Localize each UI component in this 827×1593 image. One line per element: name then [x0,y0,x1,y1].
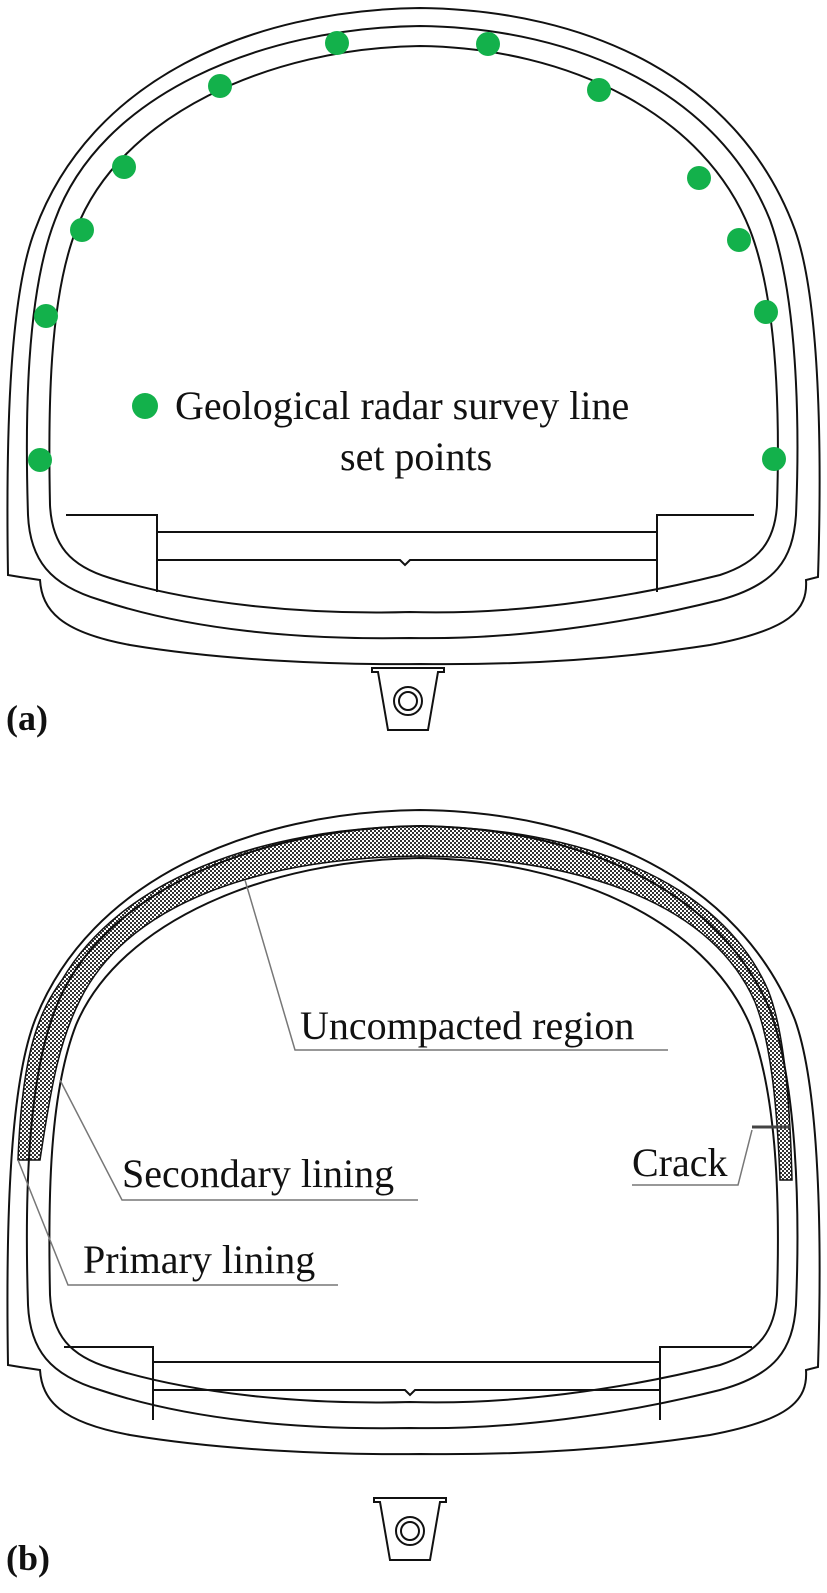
survey-point [112,155,136,179]
road-structure-b [64,1346,752,1420]
panel-a-label: (a) [6,698,48,738]
survey-point [325,31,349,55]
drainage-pipe [371,667,445,731]
survey-point [762,447,786,471]
outer-boundary-b [6,808,821,1456]
survey-point [208,74,232,98]
survey-point [587,78,611,102]
secondary-lining [48,44,779,614]
outer-boundary [6,6,821,666]
legend-point-icon [132,393,158,419]
panel-a: Geological radar survey line set points … [6,6,821,738]
legend-text-line2: set points [340,434,492,479]
drainage-pipe-b [373,1497,447,1561]
uncompacted-region-label: Uncompacted region [300,1003,634,1048]
legend-text-line1: Geological radar survey line [175,383,629,428]
primary-lining-b [25,824,799,1430]
survey-point [687,166,711,190]
primary-lining [25,24,799,640]
road-structure [66,514,754,592]
uncompacted-region [17,825,793,1181]
survey-points [28,31,786,472]
primary-lining-label: Primary lining [83,1237,315,1282]
secondary-lining-label: Secondary lining [122,1151,394,1196]
survey-point [28,448,52,472]
secondary-lining-b [48,856,779,1404]
survey-point [476,32,500,56]
panel-b: Uncompacted region Secondary lining Prim… [6,808,821,1578]
survey-point [727,228,751,252]
survey-point [70,218,94,242]
crack-label: Crack [632,1140,728,1185]
panel-b-label: (b) [6,1538,50,1578]
survey-point [34,304,58,328]
survey-point [754,300,778,324]
leader-lines [17,879,753,1286]
